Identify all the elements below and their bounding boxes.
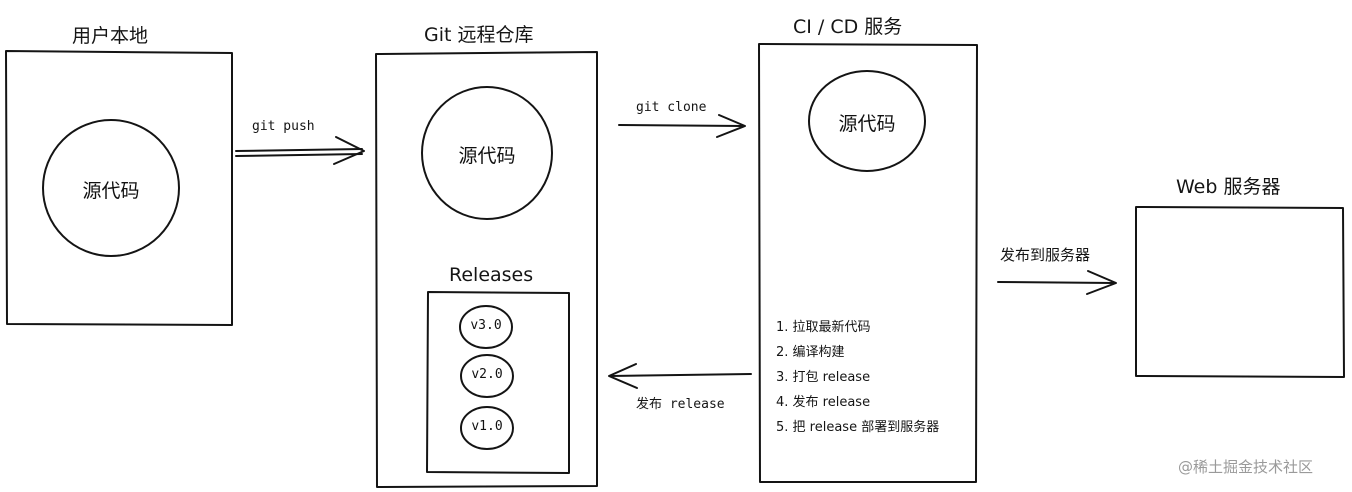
release-v1-circle <box>460 406 514 450</box>
local-box <box>5 50 233 326</box>
ci-step-2: 2. 编译构建 <box>776 345 845 360</box>
ci-step-3: 3. 打包 release <box>776 370 871 385</box>
ci-circle <box>808 70 926 172</box>
releases-title: Releases <box>449 264 534 286</box>
git-title: Git 远程仓库 <box>424 24 534 46</box>
ci-title: CI / CD 服务 <box>793 16 903 38</box>
web-box <box>1135 206 1345 378</box>
ci-circle-label: 源代码 <box>838 113 896 135</box>
web-title: Web 服务器 <box>1176 176 1281 198</box>
releases-box <box>426 291 570 474</box>
publish-release-label: 发布 release <box>636 397 725 412</box>
local-circle <box>42 119 180 257</box>
release-v1-label: v1.0 <box>471 419 503 434</box>
publish-release-arrow <box>608 363 752 389</box>
release-v3-label: v3.0 <box>470 318 502 333</box>
deploy-arrow <box>997 270 1117 295</box>
ci-box <box>758 43 978 483</box>
git-push-label: git push <box>252 119 315 134</box>
local-title: 用户本地 <box>72 25 149 47</box>
git-box <box>375 51 598 488</box>
local-circle-label: 源代码 <box>82 180 140 202</box>
ci-step-1: 1. 拉取最新代码 <box>776 320 871 335</box>
git-clone-arrow <box>618 114 746 138</box>
ci-step-4: 4. 发布 release <box>776 395 871 410</box>
release-v2-label: v2.0 <box>471 367 503 382</box>
deploy-label: 发布到服务器 <box>1000 246 1091 264</box>
git-circle <box>421 86 553 220</box>
ci-step-5: 5. 把 release 部署到服务器 <box>776 420 940 435</box>
release-v2-circle <box>460 354 514 398</box>
release-v3-circle <box>459 305 513 349</box>
git-circle-label: 源代码 <box>458 145 516 167</box>
git-push-arrow <box>235 136 365 165</box>
watermark: @稀土掘金技术社区 <box>1178 458 1314 476</box>
git-clone-label: git clone <box>636 100 707 115</box>
